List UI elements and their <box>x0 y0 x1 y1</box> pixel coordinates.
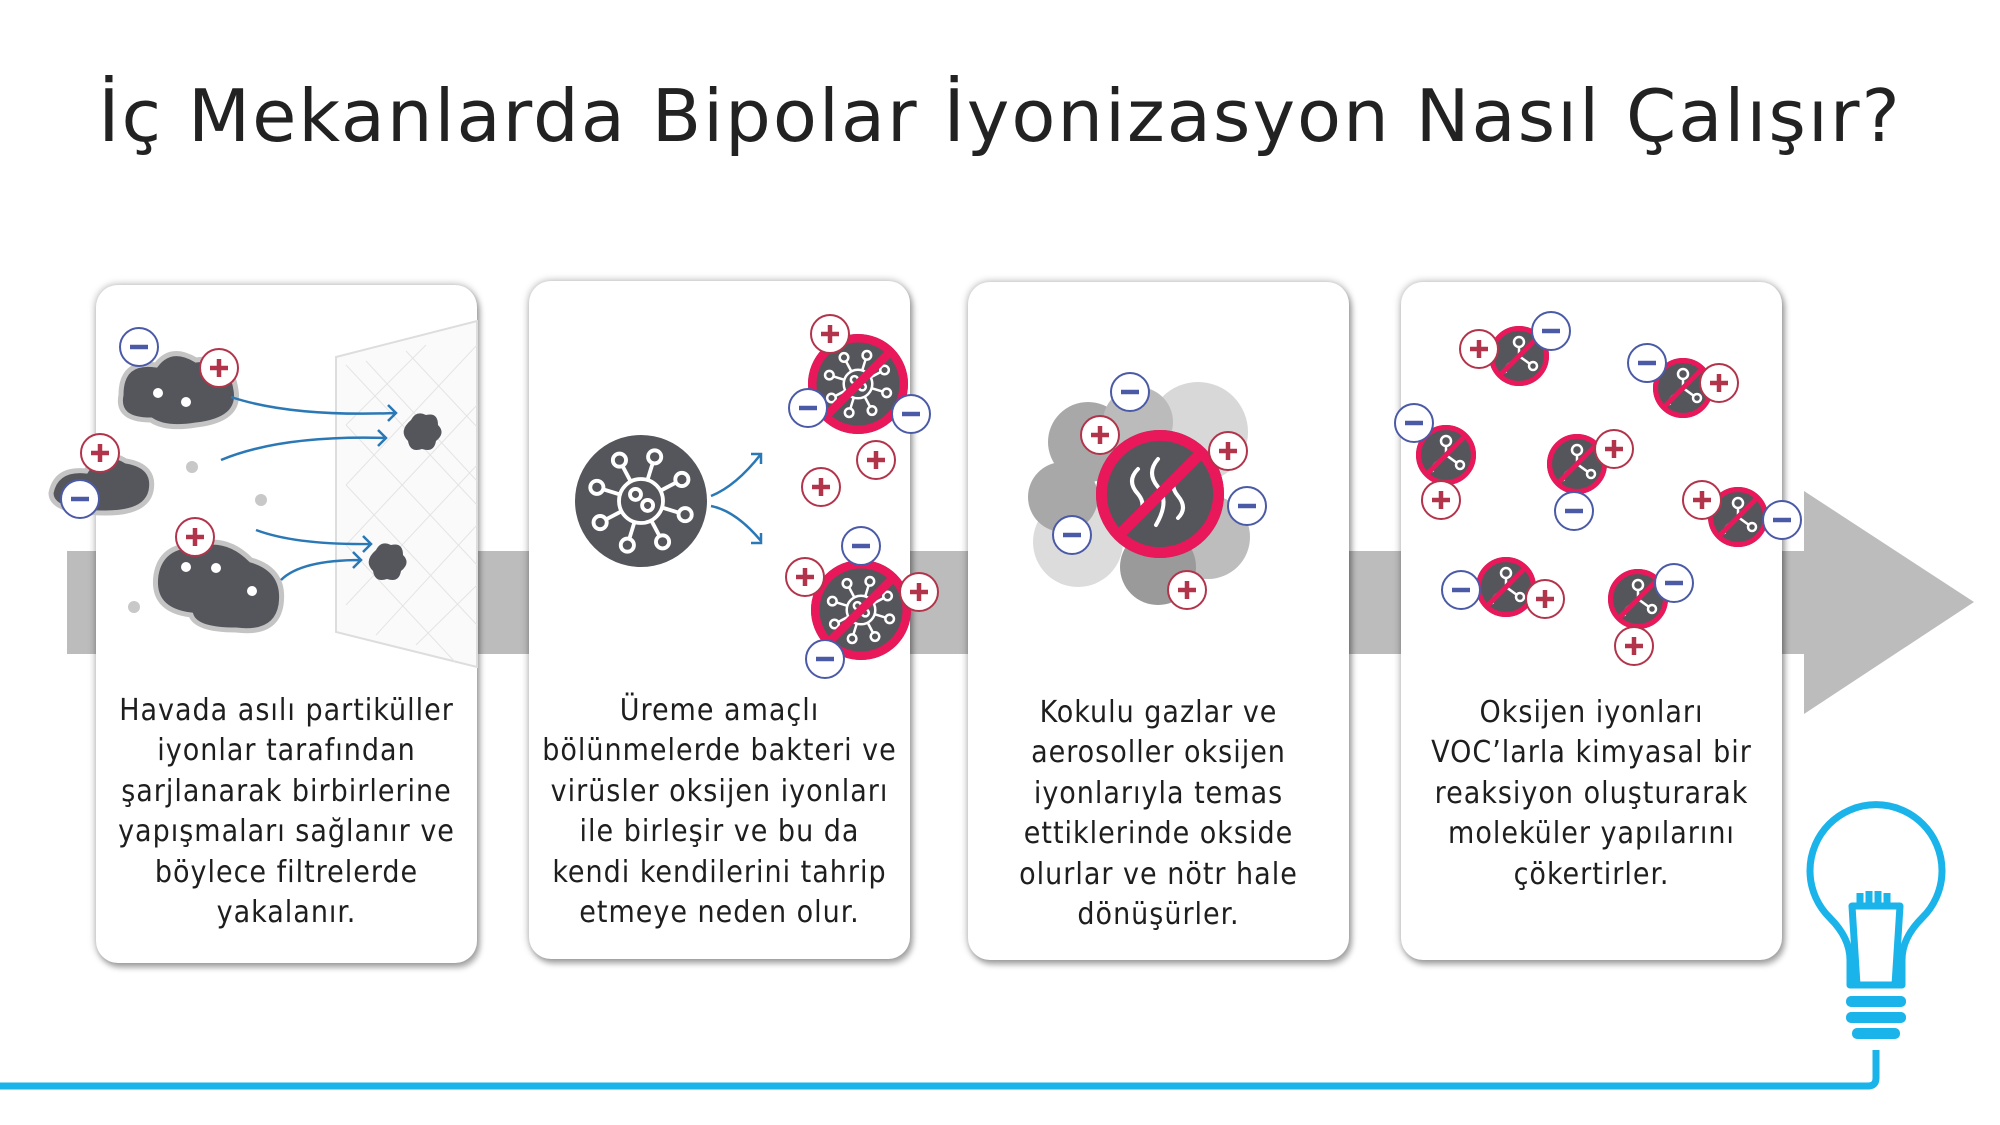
positive-ion-icon <box>1459 329 1499 369</box>
text-line: aerosoller oksijen <box>1031 735 1286 771</box>
step-card-3: Kokulu gazlar ve aerosoller oksijen iyon… <box>968 282 1349 960</box>
negative-ion-icon <box>1627 343 1667 383</box>
page-title: İç Mekanlarda Bipolar İyonizasyon Nasıl … <box>98 74 1902 158</box>
text-line: böylece filtrelerde <box>154 854 419 890</box>
text-line: olurlar ve nötr hale <box>1019 856 1298 892</box>
voc-molecules-blocked-illustration <box>1394 311 1802 666</box>
text-line: etmeye neden olur. <box>579 895 860 931</box>
positive-ion-icon <box>1421 480 1461 520</box>
positive-ion-icon <box>856 440 896 480</box>
negative-ion-icon <box>1441 570 1481 610</box>
text-line: virüsler oksijen iyonları <box>550 773 889 809</box>
text-line: çökertirler. <box>1513 856 1670 892</box>
negative-ion-icon <box>1654 563 1694 603</box>
positive-ion-icon <box>801 467 841 507</box>
positive-ion-icon <box>810 314 850 354</box>
positive-ion-icon <box>785 557 825 597</box>
step-description-3: Kokulu gazlar ve aerosoller oksijen iyon… <box>968 693 1349 935</box>
step-card-4: Oksijen iyonları VOC’larla kimyasal bir … <box>1394 282 1802 960</box>
blocked-virus-icon <box>811 560 911 660</box>
text-line: VOC’larla kimyasal bir <box>1431 735 1752 771</box>
negative-ion-icon <box>1227 486 1267 526</box>
step-card-2: Üreme amaçlı bölünmelerde bakteri ve vir… <box>529 281 939 959</box>
text-line: iyonlar tarafından <box>157 733 416 769</box>
text-line: iyonlarıyla temas <box>1033 775 1284 811</box>
text-line: yakalanır. <box>216 895 357 931</box>
text-line: ettiklerinde okside <box>1023 816 1294 852</box>
negative-ion-icon <box>891 394 931 434</box>
positive-ion-icon <box>899 572 939 612</box>
blocked-molecule-icon <box>1476 556 1537 617</box>
negative-ion-icon <box>119 327 159 367</box>
odor-blocked-illustration <box>1028 372 1267 610</box>
positive-ion-icon <box>1525 579 1565 619</box>
positive-ion-icon <box>1594 429 1634 469</box>
blocked-molecule-icon <box>1415 425 1477 486</box>
text-line: moleküler yapılarını <box>1448 816 1735 852</box>
particles-filter-illustration <box>48 319 478 669</box>
step-description-1: Havada asılı partiküller iyonlar tarafın… <box>96 691 477 933</box>
text-line: bölünmelerde bakteri ve <box>542 733 897 769</box>
negative-ion-icon <box>841 526 881 566</box>
text-line: kendi kendilerini tahrip <box>552 854 887 890</box>
positive-ion-icon <box>1614 626 1654 666</box>
virus-icon <box>575 435 707 567</box>
negative-ion-icon <box>1110 372 1150 412</box>
text-line: yapışmaları sağlanır ve <box>118 814 455 850</box>
positive-ion-icon <box>1208 431 1248 471</box>
text-line: reaksiyon oluşturarak <box>1434 775 1749 811</box>
text-line: ile birleşir ve bu da <box>579 814 860 850</box>
step-description-4: Oksijen iyonları VOC’larla kimyasal bir … <box>1401 693 1782 895</box>
positive-ion-icon <box>80 433 120 473</box>
text-line: dönüşürler. <box>1077 897 1240 933</box>
text-line: Üreme amaçlı <box>619 693 820 728</box>
text-line: şarjlanarak birbirlerine <box>121 773 452 809</box>
negative-ion-icon <box>1394 403 1434 443</box>
positive-ion-icon <box>1699 363 1739 403</box>
negative-ion-icon <box>1531 311 1571 351</box>
step-card-1: Havada asılı partiküller iyonlar tarafın… <box>48 285 478 963</box>
text-line: Havada asılı partiküller <box>119 693 454 728</box>
positive-ion-icon <box>199 348 239 388</box>
positive-ion-icon <box>1167 570 1207 610</box>
blocked-virus-icon <box>808 334 908 434</box>
blocked-odor-icon <box>1096 430 1225 559</box>
negative-ion-icon <box>1554 491 1594 531</box>
virus-blocked-illustration <box>575 314 939 679</box>
text-line: Oksijen iyonları <box>1479 695 1704 730</box>
step-description-2: Üreme amaçlı bölünmelerde bakteri ve vir… <box>529 691 910 933</box>
negative-ion-icon <box>1762 500 1802 540</box>
positive-ion-icon <box>1080 415 1120 455</box>
text-line: Kokulu gazlar ve <box>1039 695 1278 730</box>
negative-ion-icon <box>60 479 100 519</box>
blocked-molecule-icon <box>1653 358 1714 419</box>
negative-ion-icon <box>1052 515 1092 555</box>
positive-ion-icon <box>175 517 215 557</box>
negative-ion-icon <box>788 388 828 428</box>
negative-ion-icon <box>805 639 845 679</box>
positive-ion-icon <box>1682 480 1722 520</box>
